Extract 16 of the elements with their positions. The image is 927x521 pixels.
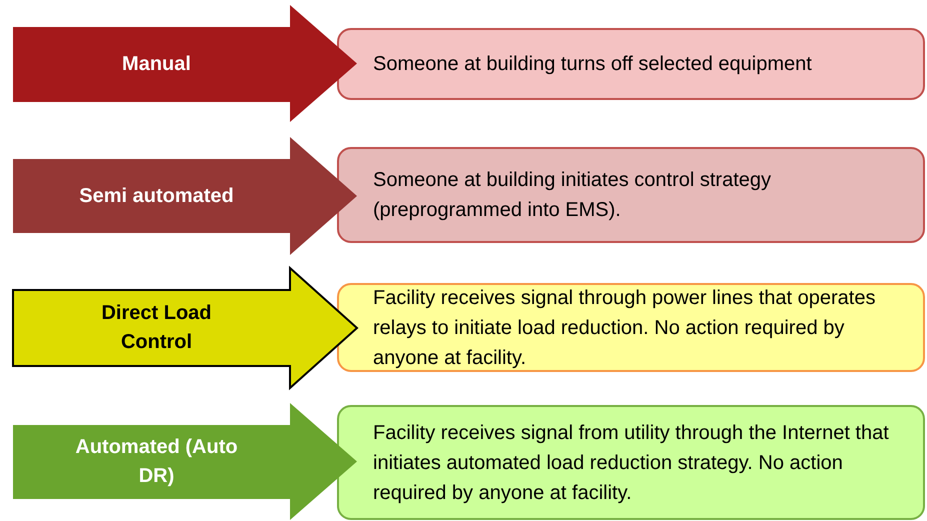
description-box [337, 405, 925, 520]
arrow-shape [13, 5, 357, 122]
description-text: Someone at building initiates control strategy (preprogrammed into EMS). [373, 168, 772, 223]
description-text: Facility receives signal from utility through the Internet that initiates automated load reduction strategy. No action required by anyone at facility. [373, 420, 890, 506]
arrow-shape [13, 403, 357, 520]
arrow-label: Manual [122, 52, 191, 77]
description-box [337, 147, 925, 243]
arrow-label: Automated (Auto DR) [74, 435, 239, 489]
arrow-label: Direct Load Control [100, 301, 213, 355]
description-text: Facility receives signal through power lines that operates relays to initiate load reduction. No action required by anyone at facility. [373, 286, 876, 370]
description-box [337, 283, 925, 372]
arrow-shape [13, 268, 357, 388]
description-box [337, 28, 925, 100]
arrow-label: Semi automated [79, 184, 234, 208]
arrow-shape [13, 137, 357, 255]
description-text: Someone at building turns off selected equipment [373, 52, 812, 77]
